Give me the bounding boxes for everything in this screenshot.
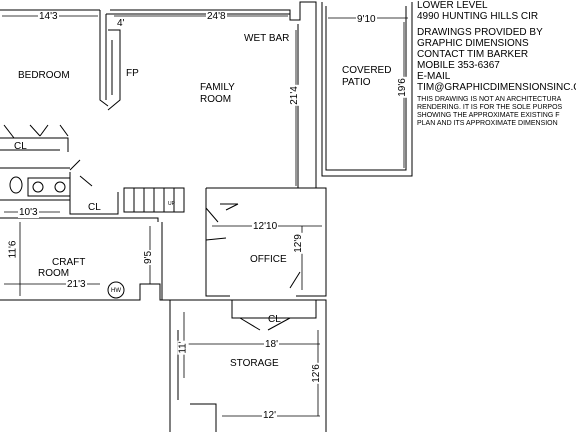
room-craft-1: CRAFT xyxy=(52,257,86,268)
disclaimer-line-1: THIS DRAWING IS NOT AN ARCHITECTURA xyxy=(417,96,562,103)
sink-left xyxy=(32,181,44,193)
room-closet-hall: CL xyxy=(88,202,101,213)
dim-patio-width: 9'10 xyxy=(356,14,377,25)
toilet xyxy=(9,176,23,194)
wall-hall xyxy=(161,222,171,432)
room-patio-2: PATIO xyxy=(342,77,371,88)
room-patio-1: COVERED xyxy=(342,65,392,76)
room-closet-storage: CL xyxy=(268,314,281,325)
sink-right xyxy=(54,181,66,193)
room-family-1: FAMILY xyxy=(200,82,235,93)
wall-bedroom-closet xyxy=(0,137,69,152)
wall-family-right xyxy=(297,2,317,189)
title-email-label: E-MAIL xyxy=(417,71,451,82)
office-door-2 xyxy=(205,237,301,289)
fireplace xyxy=(107,29,121,111)
dim-storage-width: 18' xyxy=(264,339,280,350)
dim-office-width: 12'10 xyxy=(252,221,279,232)
title-mobile: MOBILE 353-6367 xyxy=(417,60,500,71)
wall-bath xyxy=(0,159,81,201)
fireplace-label: FP xyxy=(126,68,139,79)
water-heater-label: HW xyxy=(111,288,121,294)
closet-doors xyxy=(3,124,69,139)
storage-closet-doors xyxy=(239,317,291,331)
room-craft-2: ROOM xyxy=(38,268,70,279)
title-contact: CONTACT TIM BARKER xyxy=(417,49,529,60)
room-wet-bar: WET BAR xyxy=(244,33,290,44)
dim-bar-4: 4' xyxy=(116,18,126,29)
title-credit-2: GRAPHIC DIMENSIONS xyxy=(417,38,529,49)
dim-storage-bottom: 12' xyxy=(262,410,278,421)
room-bedroom: BEDROOM xyxy=(18,70,70,81)
title-credit-1: DRAWINGS PROVIDED BY xyxy=(417,27,543,38)
dim-storage-depth: 12'6 xyxy=(310,363,322,384)
dim-office-depth: 12'9 xyxy=(292,233,304,254)
dim-bedroom-width: 14'3 xyxy=(38,11,59,22)
sink-counter xyxy=(27,177,71,197)
wall-storage xyxy=(164,299,327,432)
dim-family-width: 24'8 xyxy=(206,11,227,22)
dim-craft-depth-top: 10'3 xyxy=(18,207,39,218)
patio-inner xyxy=(325,6,407,171)
dim-craft-width: 21'3 xyxy=(66,279,87,290)
dim-family-depth: 21'4 xyxy=(288,85,300,106)
room-family-2: ROOM xyxy=(200,94,232,105)
office-door xyxy=(205,203,239,223)
room-closet-bedroom: CL xyxy=(14,141,27,152)
water-heater xyxy=(107,281,125,299)
room-office: OFFICE xyxy=(250,254,287,265)
dim-storage-left: 11' xyxy=(177,340,189,355)
wall-hall-closet xyxy=(69,172,119,215)
patio-outline xyxy=(321,2,413,177)
wall-bedroom-right xyxy=(99,10,109,107)
title-level: LOWER LEVEL xyxy=(417,0,488,11)
wall-office xyxy=(205,187,327,297)
dim-patio-depth: 19'6 xyxy=(396,77,408,98)
stairs-up-label: UP xyxy=(168,201,175,207)
disclaimer-line-3: SHOWING THE APPROXIMATE EXISTING F xyxy=(417,112,560,119)
dim-hall: 9'5 xyxy=(143,249,155,266)
stair-treads xyxy=(133,188,175,212)
disclaimer-line-2: RENDERING. IT IS FOR THE SOLE PURPOS xyxy=(417,104,563,111)
title-address: 4990 HUNTING HILLS CIR xyxy=(417,11,539,22)
wall-craft-top xyxy=(0,217,159,222)
dim-craft-height: 11'6 xyxy=(7,239,19,260)
disclaimer-line-4: PLAN AND ITS APPROXIMATE DIMENSION xyxy=(417,120,558,127)
room-storage: STORAGE xyxy=(230,358,279,369)
title-email: TIM@GRAPHICDIMENSIONSINC.C xyxy=(417,82,576,93)
